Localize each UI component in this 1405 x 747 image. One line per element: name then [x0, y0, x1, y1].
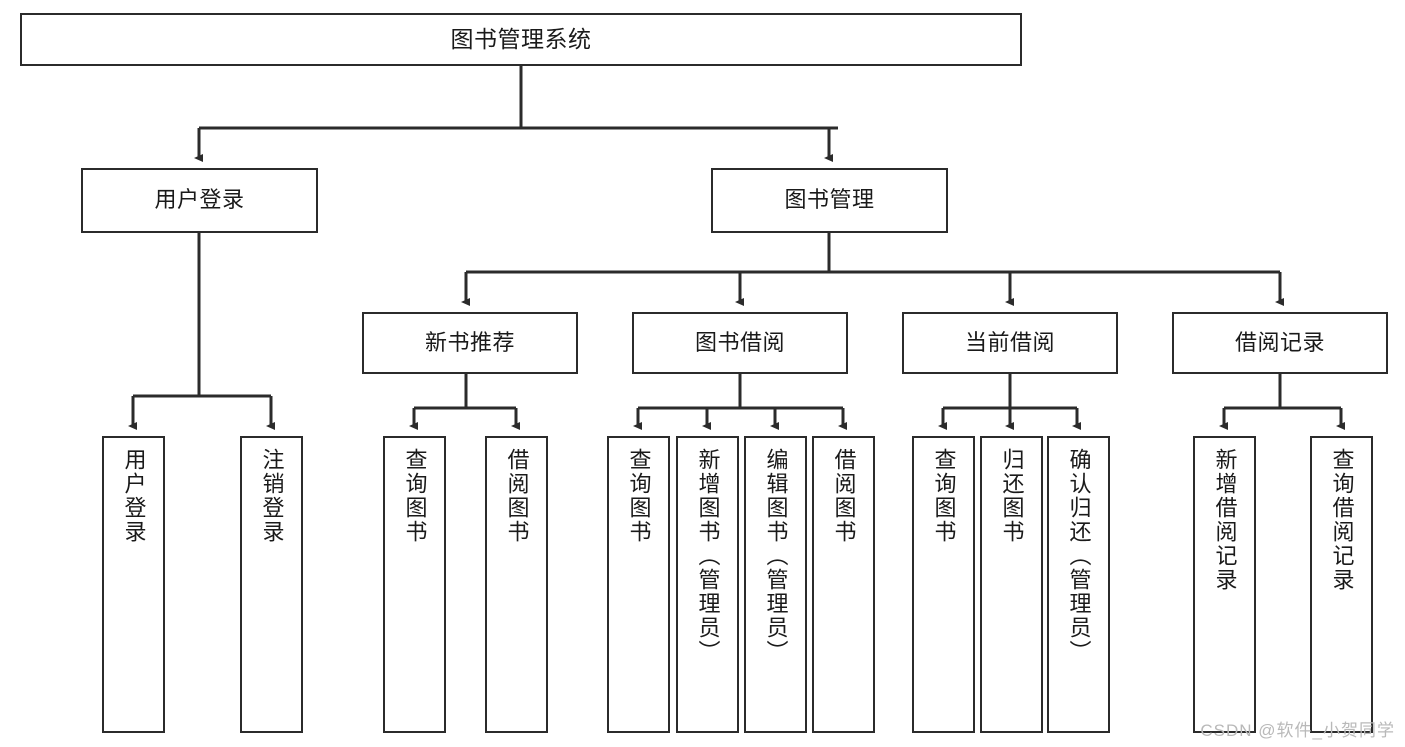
- node-label: 新书推荐: [424, 329, 515, 355]
- node-book-borrow[interactable]: 图书借阅: [632, 312, 848, 374]
- leaf-borrow-edit-book-admin[interactable]: 编辑图书（管理员）: [744, 436, 807, 733]
- node-label: 新增借阅记录: [1212, 448, 1238, 592]
- node-user-login[interactable]: 用户登录: [81, 168, 318, 233]
- node-borrow-records[interactable]: 借阅记录: [1172, 312, 1388, 374]
- leaf-borrow-query-book[interactable]: 查询图书: [607, 436, 670, 733]
- node-book-management[interactable]: 图书管理: [711, 168, 948, 233]
- node-label: 查询图书: [402, 448, 428, 544]
- leaf-borrow-borrow-book[interactable]: 借阅图书: [812, 436, 875, 733]
- node-label: 确认归还（管理员）: [1066, 448, 1092, 664]
- node-label: 借阅记录: [1234, 329, 1325, 355]
- node-label: 当前借阅: [964, 329, 1055, 355]
- node-label: 用户登录: [154, 187, 245, 213]
- node-new-book-recommend[interactable]: 新书推荐: [362, 312, 578, 374]
- node-label: 用户登录: [121, 448, 147, 544]
- node-label: 借阅图书: [504, 448, 530, 544]
- node-label: 借阅图书: [831, 448, 857, 544]
- leaf-user-login-logout[interactable]: 注销登录: [240, 436, 303, 733]
- node-label: 编辑图书（管理员）: [763, 448, 789, 664]
- leaf-recommend-borrow-book[interactable]: 借阅图书: [485, 436, 548, 733]
- leaf-current-confirm-return-admin[interactable]: 确认归还（管理员）: [1047, 436, 1110, 733]
- leaf-current-query-book[interactable]: 查询图书: [912, 436, 975, 733]
- leaf-recommend-query-book[interactable]: 查询图书: [383, 436, 446, 733]
- leaf-records-add-record[interactable]: 新增借阅记录: [1193, 436, 1256, 733]
- node-label: 归还图书: [999, 448, 1025, 544]
- leaf-current-return-book[interactable]: 归还图书: [980, 436, 1043, 733]
- leaf-user-login-login[interactable]: 用户登录: [102, 436, 165, 733]
- node-label: 注销登录: [259, 448, 285, 544]
- node-label: 图书借阅: [694, 329, 785, 355]
- node-root-system[interactable]: 图书管理系统: [20, 13, 1022, 66]
- node-label: 查询图书: [626, 448, 652, 544]
- node-label: 查询图书: [931, 448, 957, 544]
- node-label: 图书管理系统: [450, 25, 592, 52]
- node-label: 新增图书（管理员）: [695, 448, 721, 664]
- node-label: 图书管理: [784, 187, 875, 213]
- node-label: 查询借阅记录: [1329, 448, 1355, 592]
- leaf-borrow-add-book-admin[interactable]: 新增图书（管理员）: [676, 436, 739, 733]
- node-current-borrow[interactable]: 当前借阅: [902, 312, 1118, 374]
- leaf-records-query-record[interactable]: 查询借阅记录: [1310, 436, 1373, 733]
